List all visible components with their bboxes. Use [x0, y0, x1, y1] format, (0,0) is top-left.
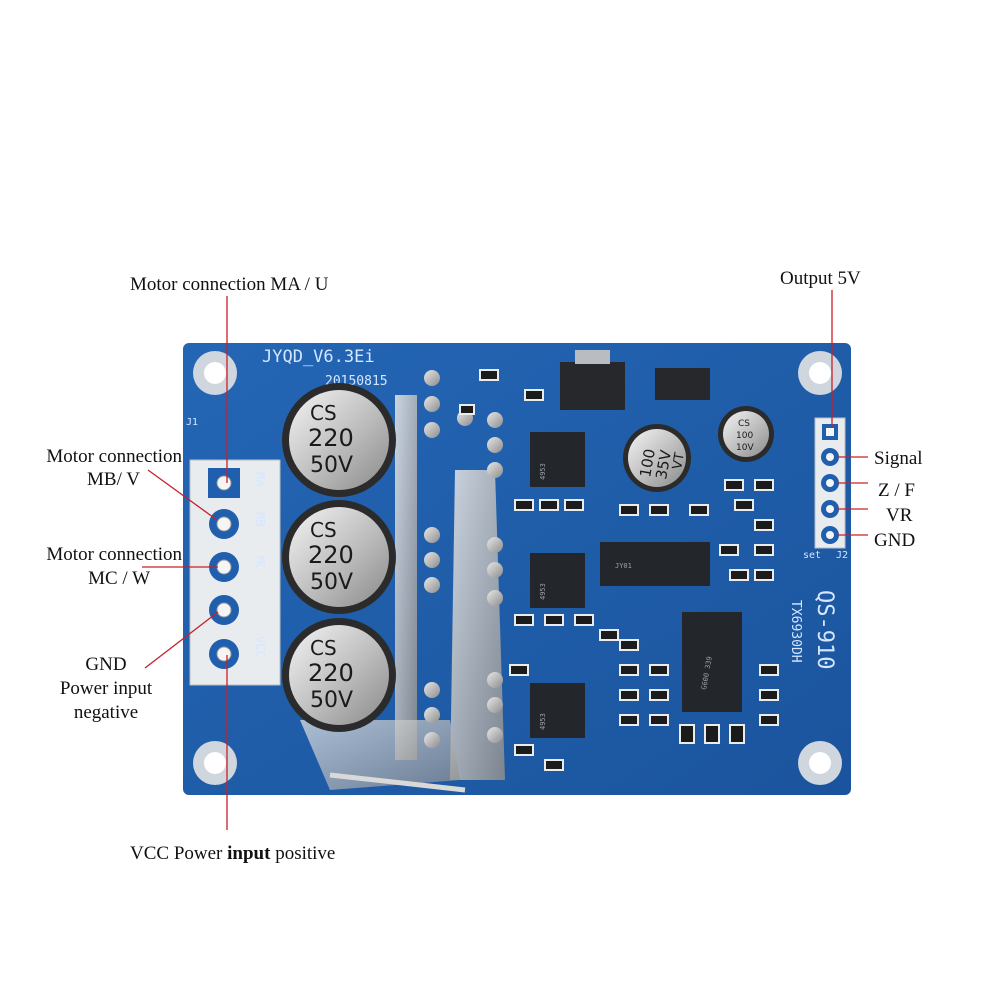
capacitor-small-voltage: 35V: [652, 448, 675, 481]
capacitor-1: CS 220 50V: [282, 383, 396, 497]
mounting-hole-bottom-right: [798, 741, 842, 785]
terminal-pin-mb: [209, 509, 239, 539]
capacitor-tiny-value: 100: [736, 431, 753, 441]
label-motor-mc-line1: Motor connection: [46, 544, 182, 565]
capacitor-2-voltage: 50V: [310, 570, 353, 595]
capacitor-1-brand: CS: [310, 401, 337, 425]
part-sub-silk: TX6930DH: [788, 600, 803, 663]
label-gnd-right: GND: [874, 530, 915, 551]
label-vcc-bold: input: [227, 843, 271, 864]
svg-text:4953: 4953: [539, 463, 547, 480]
label-vcc-part1: VCC Power: [130, 843, 227, 864]
smd-components: [459, 369, 779, 771]
solder-traces: [300, 370, 505, 793]
terminal-block-j1: MA MB MC VCC: [189, 459, 281, 686]
terminal-mark-vcc: VCC: [253, 636, 267, 658]
j1-silk: J1: [186, 417, 198, 428]
capacitor-1-voltage: 50V: [310, 453, 353, 478]
transistor-top: [655, 368, 710, 400]
board-model-silk: JYQD_V6.3Ei: [262, 347, 375, 367]
label-gnd-line2: Power input: [60, 678, 153, 699]
terminal-mark-mb: MB: [253, 512, 267, 526]
mounting-hole-top-left: [193, 351, 237, 395]
capacitor-3-voltage: 50V: [310, 688, 353, 713]
capacitor-small-value: 100: [636, 447, 659, 478]
svg-text:4953: 4953: [539, 713, 547, 730]
ic-mosfet-2: 4953: [530, 553, 585, 608]
terminal-pin-ma: [208, 468, 240, 498]
label-motor-mb-line1: Motor connection: [46, 446, 182, 467]
label-gnd-line3: negative: [74, 702, 138, 723]
set-silk: set: [803, 550, 821, 561]
label-motor-ma-u: Motor connection MA / U: [130, 274, 329, 295]
callout-labels: Motor connection MA / U Motor connection…: [46, 268, 922, 864]
terminal-mark-mc: MC: [253, 556, 267, 570]
leader-lines: [142, 290, 868, 830]
leader-mb: [147, 469, 218, 521]
svg-text:4953: 4953: [539, 583, 547, 600]
label-signal: Signal: [874, 448, 923, 469]
capacitor-2: CS 220 50V: [282, 500, 396, 614]
capacitor-100-35v: 100 35V VT: [623, 424, 691, 492]
label-vcc-part2: positive: [270, 843, 335, 864]
capacitor-2-value: 220: [308, 541, 354, 569]
capacitor-tiny-brand: CS: [738, 419, 750, 429]
capacitor-3: CS 220 50V: [282, 618, 396, 732]
svg-text:JY01: JY01: [615, 562, 632, 570]
ic-logic: G600 339: [682, 612, 742, 712]
pcb: JYQD_V6.3Ei 20150815 J1 J2 set QS-910 TX…: [183, 343, 851, 795]
terminal-mark-ma: MA: [253, 472, 267, 487]
leader-gnd: [144, 611, 219, 669]
label-gnd-line1: GND: [85, 654, 126, 675]
label-vr: VR: [886, 505, 913, 526]
terminal-pin-vcc: [209, 639, 239, 669]
ic-driver: JY01: [600, 542, 710, 586]
mounting-hole-top-right: [798, 351, 842, 395]
capacitor-100-10v: CS 100 10V: [718, 406, 774, 462]
label-motor-mc-line2: MC / W: [88, 568, 150, 589]
mounting-hole-bottom-left: [193, 741, 237, 785]
label-zf: Z / F: [878, 480, 915, 501]
capacitor-3-brand: CS: [310, 636, 337, 660]
ic-mosfet-3: 4953: [530, 683, 585, 738]
part-silk: QS-910: [812, 590, 837, 669]
capacitor-tiny-voltage: 10V: [736, 443, 754, 453]
label-motor-mb-line2: MB/ V: [87, 469, 140, 490]
label-output-5v: Output 5V: [780, 268, 861, 289]
ic-mosfet-1: 4953: [530, 432, 585, 487]
capacitor-3-value: 220: [308, 659, 354, 687]
terminal-pin-mc: [209, 552, 239, 582]
capacitor-2-brand: CS: [310, 518, 337, 542]
capacitor-small-mark: VT: [670, 451, 688, 470]
terminal-pin-gnd: [209, 595, 239, 625]
j2-silk: J2: [836, 550, 848, 561]
regulator-top: [560, 350, 625, 410]
label-vcc: VCC Power input positive: [130, 843, 335, 864]
capacitor-1-value: 220: [308, 424, 354, 452]
